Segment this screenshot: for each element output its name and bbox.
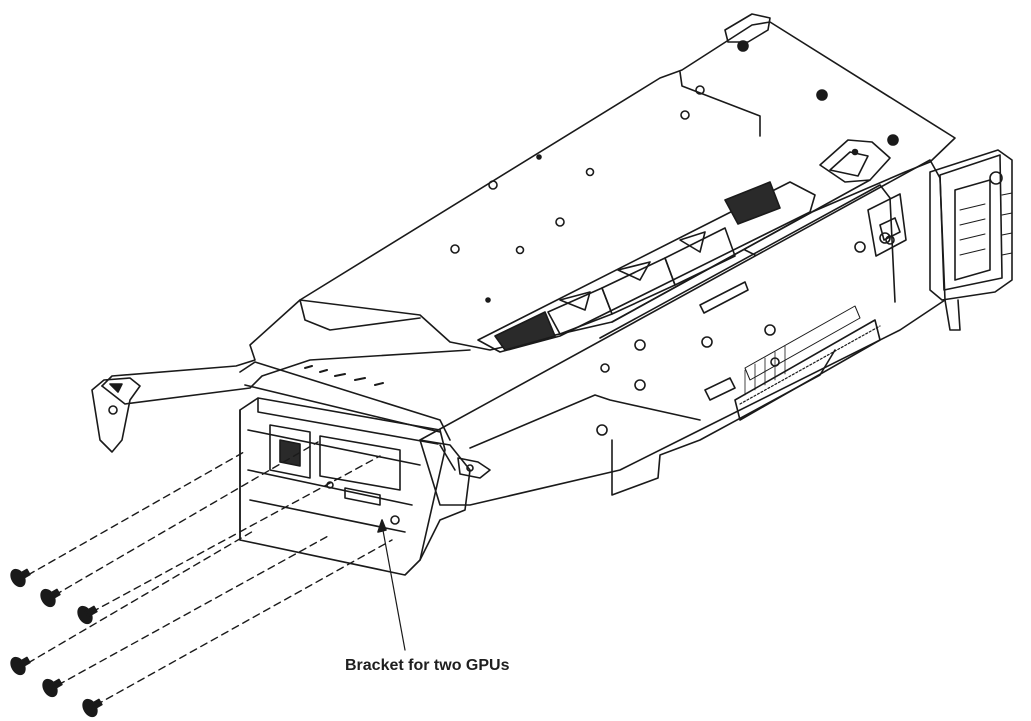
screw-6 [82,698,103,718]
top-latch [819,139,891,183]
rear-io-bracket [929,149,1013,331]
screw-path-3 [91,455,381,613]
callout-leader [377,519,406,651]
screw-guide-lines [27,441,393,706]
gpu-bracket [239,361,491,576]
left-mounting-ear [91,377,141,453]
card-slot-window [477,181,816,353]
screw-1 [10,568,31,588]
screw-path-2 [54,441,319,596]
top-cover-plate [101,13,956,405]
screw-4 [10,656,31,676]
screw-5 [42,678,63,698]
screw-path-4 [27,529,256,664]
callout-label: Bracket for two GPUs [345,657,510,674]
screw-path-6 [95,539,393,706]
side-panel [419,159,946,506]
screws [10,568,103,718]
screw-path-5 [57,534,331,686]
screw-3 [77,605,98,625]
screw-path-1 [27,451,245,576]
screw-2 [40,588,61,608]
side-latch [867,193,907,257]
